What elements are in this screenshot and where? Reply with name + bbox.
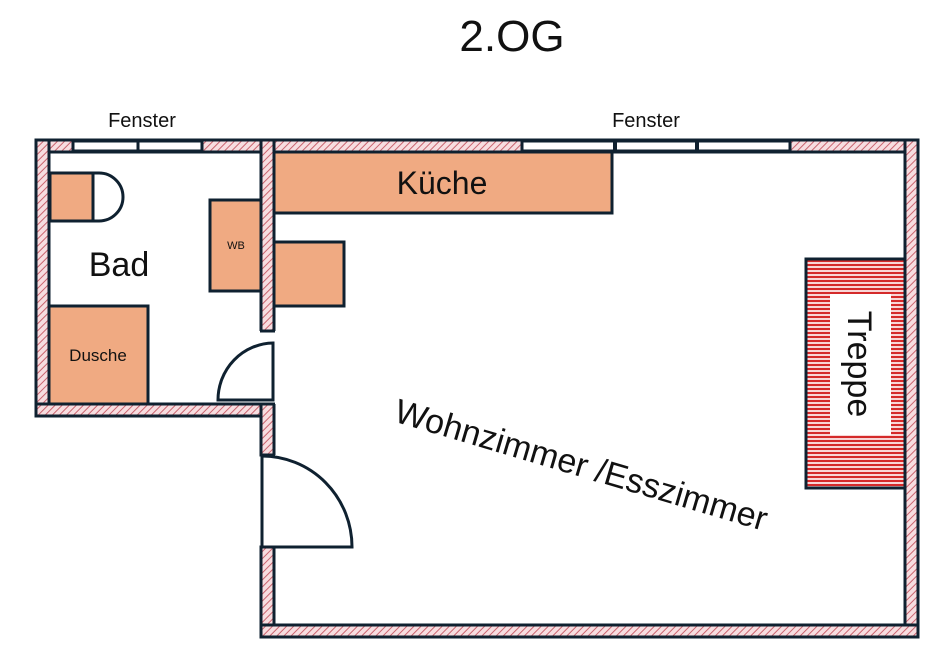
bath-door [216,341,275,402]
wall-bath-bottom [34,402,276,418]
room-label-shower: Dusche [69,346,127,365]
toilet [48,171,125,223]
walls [34,138,920,639]
toilet-tank [48,171,95,223]
window-label-right: Fenster [612,110,680,132]
toilet-bowl [91,171,125,223]
floor-title: 2.OG [459,12,564,61]
stairs: Treppe [804,257,907,490]
window-left [71,139,204,153]
entrance-door [260,454,354,549]
window-right [520,139,792,153]
wall-interior-middle [259,402,276,457]
room-label-bath: Bad [89,246,150,284]
shower: Dusche [47,304,150,406]
washbasin: WB [208,198,263,293]
wall-interior-upper [259,138,276,333]
window-label-left: Fenster [108,110,176,132]
kitchen-counter: Küche [272,150,614,215]
room-label-kitchen: Küche [397,165,488,201]
wall-bottom [259,623,920,639]
wall-right [903,138,920,639]
room-label-stairs: Treppe [840,311,878,417]
washbasin-label: WB [227,240,245,252]
kitchen-island [272,240,346,308]
wall-left-bath [34,138,51,418]
